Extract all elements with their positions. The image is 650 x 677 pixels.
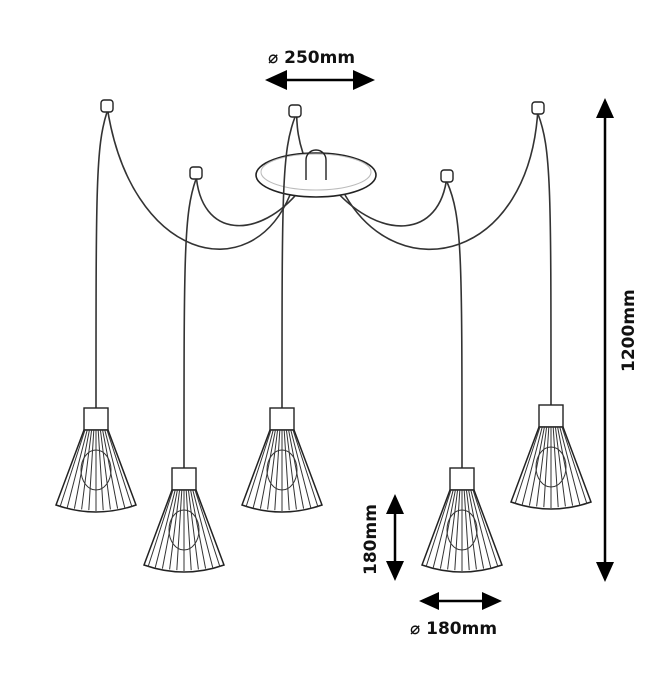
shade-wire xyxy=(528,426,545,506)
ceiling-hook-icon xyxy=(440,169,454,183)
shade-height-arrow xyxy=(386,494,404,581)
bulb xyxy=(535,446,567,488)
shade-wire xyxy=(194,489,221,568)
pendant-lamp xyxy=(241,116,323,513)
shade-wire xyxy=(73,429,90,509)
shade-wire xyxy=(543,426,550,508)
shade-wire xyxy=(88,429,95,511)
shade-wire xyxy=(106,429,133,508)
pendant-lamp xyxy=(143,178,225,573)
pendant-lamp xyxy=(421,181,503,573)
bulb xyxy=(80,449,112,491)
shade-wire xyxy=(283,429,290,511)
shade-height-label: 180mm xyxy=(361,504,381,575)
shade-wire xyxy=(432,489,454,568)
shade-wire xyxy=(447,489,459,570)
lamp-cord xyxy=(281,116,296,409)
shade-wire xyxy=(521,426,543,505)
shade-wire xyxy=(514,426,541,505)
shade-wire xyxy=(190,489,207,569)
shade-wire xyxy=(439,489,456,569)
shade-wire xyxy=(536,426,548,507)
lamp-socket xyxy=(171,467,197,491)
shade-wire xyxy=(81,429,93,510)
ceiling-hook-icon xyxy=(189,166,203,180)
shade-wire xyxy=(267,429,279,510)
shade-wire xyxy=(176,489,183,571)
canopy xyxy=(255,149,377,198)
lamp-socket xyxy=(269,407,295,431)
shade-wire xyxy=(559,426,581,505)
shade-wire xyxy=(104,429,126,508)
shade-wire xyxy=(99,429,111,510)
shade-wire xyxy=(454,489,461,571)
canopy-hook-icon xyxy=(305,149,327,180)
shade-wire xyxy=(465,489,477,570)
pendant-lamp xyxy=(510,113,592,510)
lamp-cord xyxy=(537,113,552,406)
shade-wire xyxy=(288,429,305,509)
height-arrow xyxy=(596,98,614,582)
height-label: 1200mm xyxy=(619,289,639,372)
shade-wire xyxy=(147,489,174,568)
ceiling-hook-icon xyxy=(288,104,302,118)
pendant-lamps xyxy=(55,111,592,573)
shade-wire xyxy=(192,489,214,568)
shade-wire xyxy=(472,489,499,568)
lamp-cord xyxy=(95,111,108,409)
shade-wire xyxy=(169,489,181,570)
shade-wire xyxy=(185,489,192,571)
lamp-cord xyxy=(183,178,197,469)
shade-wire xyxy=(274,429,281,511)
ceiling-hook-icon xyxy=(100,99,114,113)
shade-diameter-label: ⌀ 180mm xyxy=(410,619,497,639)
cable xyxy=(195,172,301,227)
shade-wire xyxy=(285,429,297,510)
cable xyxy=(106,105,291,250)
shade-wire xyxy=(292,429,319,508)
shade-wire xyxy=(425,489,452,568)
shade-wire xyxy=(554,426,566,507)
shade-wire xyxy=(97,429,104,511)
bulb xyxy=(168,509,200,551)
canopy-diameter-label: ⌀ 250mm xyxy=(268,48,355,68)
shade-wire xyxy=(187,489,199,570)
lamp-socket xyxy=(538,404,564,428)
shade-wire xyxy=(154,489,176,568)
canopy-diameter-arrow xyxy=(265,70,375,90)
pendant-lamp xyxy=(55,111,137,513)
shade-wire xyxy=(463,489,470,571)
lamp-socket xyxy=(83,407,109,431)
shade-wire xyxy=(561,426,588,505)
bulb xyxy=(446,509,478,551)
lamp-cord xyxy=(446,181,463,469)
shade-wire xyxy=(470,489,492,568)
lamp-socket xyxy=(449,467,475,491)
ceiling-hook-icon xyxy=(531,101,545,115)
shade-diameter-arrow xyxy=(419,592,502,610)
shade-wire xyxy=(161,489,178,569)
shade-wire xyxy=(102,429,119,509)
shade-wire xyxy=(252,429,274,508)
shade-wire xyxy=(468,489,485,569)
shade-wire xyxy=(557,426,574,506)
bulb xyxy=(266,449,298,491)
shade-wire xyxy=(552,426,559,508)
shade-wire xyxy=(259,429,276,509)
shade-wire xyxy=(245,429,272,508)
shade-wire xyxy=(66,429,88,508)
shade-wire xyxy=(290,429,312,508)
shade-wire xyxy=(59,429,86,508)
